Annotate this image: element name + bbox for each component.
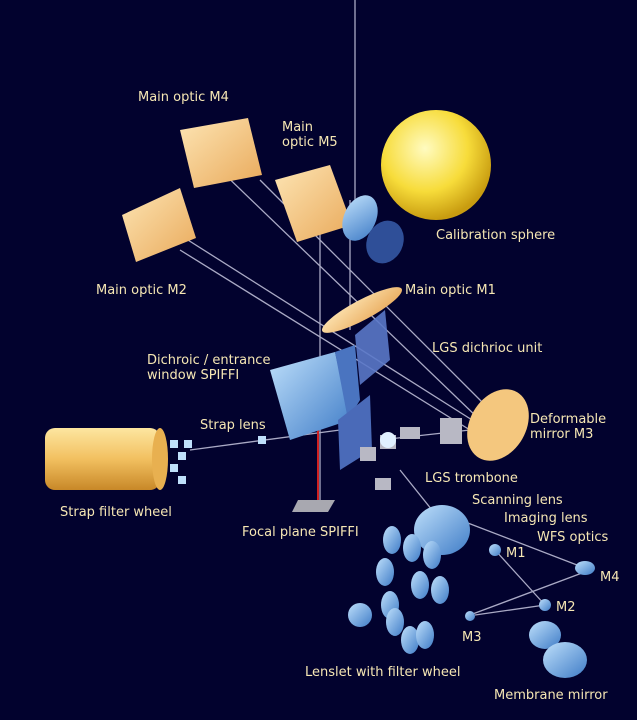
- label-lgs-dichroic-unit: LGS dichrioc unit: [432, 341, 543, 356]
- label-wfs-m2: M2: [556, 600, 576, 615]
- cylinder-end: [152, 428, 168, 490]
- label-wfs-m1: M1: [506, 546, 526, 561]
- label-lenslet-filter-wheel: Lenslet with filter wheel: [305, 665, 461, 680]
- label-wfs-optics: WFS optics: [537, 530, 609, 545]
- label-main-optic-m5: Main optic M5: [282, 120, 338, 150]
- lenslet-filter-wheel: [348, 526, 449, 654]
- label-deformable-mirror: Deformable mirror M3: [530, 412, 607, 442]
- label-wfs-m3: M3: [462, 630, 482, 645]
- deformable-mirror-m3: [467, 389, 529, 461]
- main-optic-m5: [275, 165, 352, 242]
- label-membrane-mirror: Membrane mirror: [494, 688, 608, 703]
- calibration-sphere: [381, 110, 491, 220]
- label-strap-lens: Strap lens: [200, 418, 266, 433]
- calibration-mirror-1: [342, 195, 378, 241]
- dichroic-spiffi-2: [335, 345, 360, 420]
- label-dichroic-spiffi: Dichroic / entrance window SPIFFI: [147, 353, 271, 383]
- scanning-imaging-lenses: [414, 505, 595, 678]
- label-strap-filter-wheel: Strap filter wheel: [60, 505, 172, 520]
- label-main-optic-m4: Main optic M4: [138, 90, 229, 105]
- label-main-optic-m2: Main optic M2: [96, 283, 187, 298]
- lgs-dichroic-unit: [355, 310, 390, 385]
- focal-plane-spiffi: [292, 500, 335, 512]
- label-focal-plane-spiffi: Focal plane SPIFFI: [242, 525, 359, 540]
- label-main-optic-m1: Main optic M1: [405, 283, 496, 298]
- strap-filter-wheel-cylinder: [45, 428, 160, 490]
- calibration-mirror-2: [366, 220, 404, 264]
- label-wfs-m4: M4: [600, 570, 620, 585]
- strap-lens: [258, 436, 266, 444]
- label-calibration-sphere: Calibration sphere: [436, 228, 556, 243]
- main-optic-m2: [122, 188, 196, 262]
- label-scanning-lens: Scanning lens: [472, 493, 563, 508]
- main-optic-m1: [321, 287, 403, 333]
- strap-lens-small: [380, 432, 396, 448]
- main-optic-m4: [180, 118, 262, 188]
- dichroic-spiffi: [270, 352, 350, 440]
- label-lgs-trombone: LGS trombone: [425, 471, 518, 486]
- label-imaging-lens: Imaging lens: [504, 511, 588, 526]
- strap-filters: [170, 440, 192, 484]
